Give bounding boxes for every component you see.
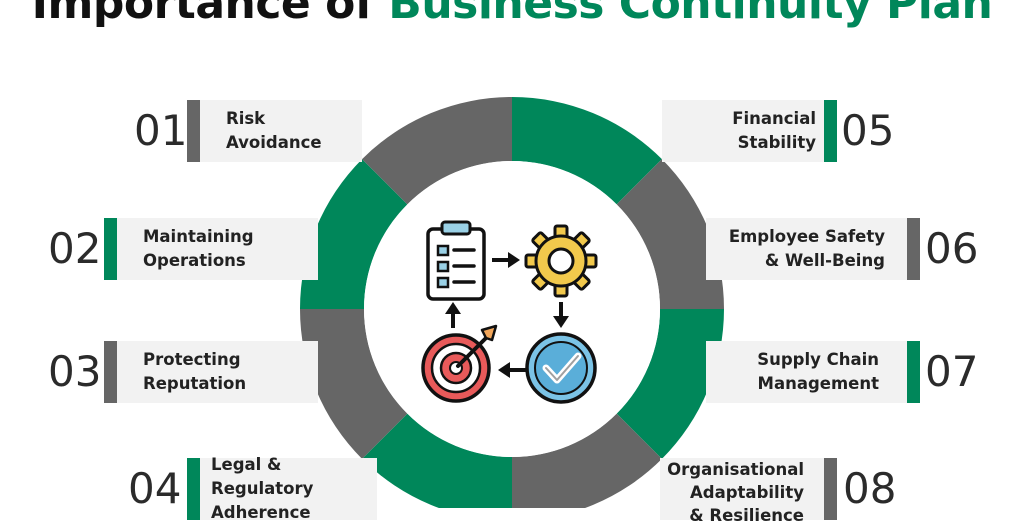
item-number-07: 07 [925, 347, 979, 396]
item-label: Risk Avoidance [226, 109, 322, 152]
ring-segment [512, 97, 662, 205]
ring-center [364, 161, 660, 457]
item-number-03: 03 [48, 347, 102, 396]
target-icon [421, 324, 498, 403]
item-number-06: 06 [925, 224, 979, 273]
clipboard-icon [426, 220, 486, 301]
ring-segment [616, 159, 724, 309]
item-color-bar [104, 341, 117, 403]
item-panel-05: Financial Stability [662, 100, 837, 162]
item-number-01: 01 [134, 106, 188, 155]
item-color-bar [907, 341, 920, 403]
title-accent: Business Continuity Plan [388, 0, 993, 29]
item-color-bar [187, 100, 200, 162]
ring-segment [512, 413, 662, 508]
item-label: Employee Safety & Well-Being [728, 227, 885, 270]
item-label: Supply Chain Management [757, 350, 879, 393]
item-color-bar [104, 218, 117, 280]
item-color-bar [824, 458, 837, 520]
item-panel-07: Supply Chain Management [706, 341, 920, 403]
item-color-bar [187, 458, 200, 520]
item-panel-04: Legal & Regulatory Adherence [187, 455, 377, 522]
gear-icon [524, 224, 598, 298]
page-title: Importance of Business Continuity Plan [0, 0, 1024, 29]
item-label: Legal & Regulatory Adherence [211, 455, 314, 522]
ring-segment [362, 413, 512, 508]
arrow-up-icon [445, 302, 461, 328]
ring-segments [300, 97, 724, 508]
ring-segment [362, 97, 512, 205]
item-color-bar [824, 100, 837, 162]
item-panel-02: Maintaining Operations [104, 218, 318, 280]
item-number-04: 04 [128, 464, 182, 513]
item-number-02: 02 [48, 224, 102, 273]
item-label: Protecting Reputation [143, 350, 247, 393]
check-circle-icon [525, 332, 597, 404]
title-prefix: Importance of [31, 0, 374, 29]
item-panel-01: Risk Avoidance [187, 100, 362, 162]
ring-segment [616, 309, 724, 459]
item-label: Maintaining Operations [143, 227, 254, 270]
item-label: Financial Stability [732, 109, 816, 152]
item-number-08: 08 [843, 464, 897, 513]
cycle-ring-diagram [300, 97, 724, 508]
arrow-left-icon [498, 362, 526, 378]
arrow-down-icon [553, 302, 569, 328]
item-panel-06: Employee Safety & Well-Being [706, 218, 920, 280]
item-color-bar [907, 218, 920, 280]
item-panel-08: Organisational Adaptability & Resilience [660, 458, 837, 525]
arrow-right-icon [492, 252, 520, 268]
item-number-05: 05 [841, 106, 895, 155]
ring-segment [300, 159, 408, 309]
item-panel-03: Protecting Reputation [104, 341, 318, 403]
item-label: Organisational Adaptability & Resilience [667, 460, 804, 525]
ring-segment [300, 309, 408, 459]
